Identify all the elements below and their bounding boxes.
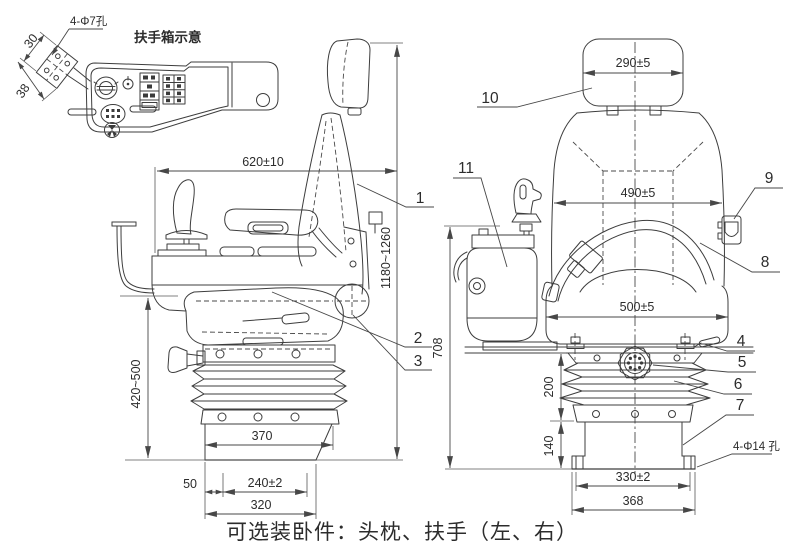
box-end-hole <box>256 93 270 107</box>
backrest-front <box>551 109 725 287</box>
front-view-callouts: 10 11 9 8 4 5 6 7 4-Φ14 孔 <box>453 87 783 468</box>
dim-headrest-width: 290±5 <box>616 56 651 70</box>
side-view-callouts: 1 2 3 <box>271 183 434 371</box>
console-box-front <box>453 228 558 351</box>
switch-panel-left[interactable] <box>139 72 160 111</box>
recliner-mechanism <box>334 226 370 319</box>
suspension-front <box>559 352 711 423</box>
backrest-side <box>297 112 383 295</box>
control-cluster[interactable] <box>67 104 157 138</box>
hole-note-7: 4-Φ7孔 <box>70 15 108 28</box>
dim-side-370: 370 <box>252 429 273 443</box>
dim-368: 368 <box>623 494 644 508</box>
dim-side-320: 320 <box>251 498 272 512</box>
bellows-bottom-plate-side <box>200 409 340 425</box>
cushion-side <box>183 287 344 346</box>
callout-9: 9 <box>765 170 774 187</box>
callout-8: 8 <box>761 254 770 271</box>
callout-7: 7 <box>736 397 745 414</box>
callout-1: 1 <box>416 190 425 207</box>
front-view: 290±5 490±5 <box>431 38 783 515</box>
joystick-side[interactable] <box>157 179 208 257</box>
dim-plate-30: 30 <box>21 31 41 51</box>
callout-11: 11 <box>458 160 474 177</box>
callout-4: 4 <box>737 333 746 350</box>
slide-lever-side[interactable] <box>167 346 206 373</box>
mounting-plate <box>35 45 79 89</box>
dim-side-susp-height: 420~500 <box>129 359 143 408</box>
dim-backrest-width: 490±5 <box>621 186 656 200</box>
side-view-dimensions: 620±10 1180~1260 420~500 370 50 240±2 32… <box>120 42 403 519</box>
footer-note: 可选装卧件：头枕、扶手（左、右） <box>226 521 578 544</box>
dim-side-width: 620±10 <box>242 155 284 169</box>
pedestal-front <box>571 421 696 470</box>
dim-plate-38: 38 <box>13 81 32 100</box>
hole-note-14: 4-Φ14 孔 <box>733 440 780 453</box>
detail-view-title: 扶手箱示意 <box>134 29 202 45</box>
callout-3: 3 <box>414 353 423 370</box>
round-button[interactable] <box>122 76 134 90</box>
rotary-knob[interactable] <box>93 76 119 100</box>
callout-2: 2 <box>414 330 423 347</box>
dim-side-50: 50 <box>183 477 197 491</box>
callout-5: 5 <box>738 354 747 371</box>
bellows-side <box>190 364 348 410</box>
dim-side-240: 240±2 <box>248 476 283 490</box>
callout-6: 6 <box>734 376 743 393</box>
headrest-front <box>582 38 684 107</box>
headrest-side <box>326 38 371 109</box>
seat-belt[interactable] <box>541 219 715 303</box>
dim-708: 708 <box>431 338 445 359</box>
mounting-rails-front <box>464 333 754 360</box>
switch-panel-right[interactable] <box>162 74 186 105</box>
joystick-front[interactable] <box>511 178 542 236</box>
dim-330: 330±2 <box>616 470 651 484</box>
dim-side-overall-height: 1180~1260 <box>379 227 393 289</box>
hand-grip-side[interactable] <box>111 221 155 294</box>
dim-140: 140 <box>542 436 556 457</box>
cushion-front <box>545 269 729 345</box>
suspension-top-plate-side <box>202 337 336 363</box>
recliner-knob-front[interactable] <box>717 215 742 245</box>
front-view-dimensions: 708 200 140 330±2 368 <box>431 225 696 515</box>
armrest-side <box>224 208 343 258</box>
callout-10: 10 <box>481 90 499 107</box>
dim-200: 200 <box>542 377 556 398</box>
dim-cushion-width: 500±5 <box>620 300 655 314</box>
detail-view-armrest-box: 30 38 4-Φ7孔 扶手箱示意 <box>13 15 279 138</box>
side-view: 620±10 1180~1260 420~500 370 50 240±2 32… <box>111 38 434 519</box>
